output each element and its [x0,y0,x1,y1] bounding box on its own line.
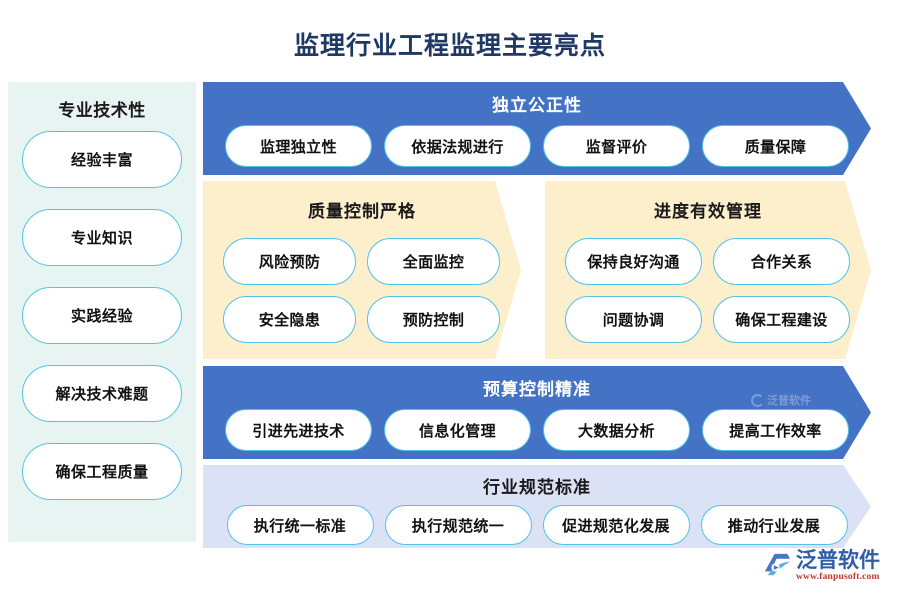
band-independence-heading: 独立公正性 [492,96,582,115]
sidebar-item-0[interactable]: 经验丰富 [22,131,182,188]
brand-logo: 泛普软件 www.fanpusoft.com [762,549,894,593]
band-progress-heading: 进度有效管理 [654,202,762,221]
chip-independence-2[interactable]: 监督评价 [543,125,690,167]
band-progress-chips: 保持良好沟通 合作关系 问题协调 确保工程建设 [565,238,851,343]
chip-budget-1[interactable]: 信息化管理 [384,409,531,451]
brand-text: 泛普软件 www.fanpusoft.com [796,549,880,582]
brand-name: 泛普软件 [796,548,880,572]
band-quality-chips: 风险预防 全面监控 安全隐患 预防控制 [223,238,501,343]
chip-standards-0[interactable]: 执行统一标准 [227,505,374,545]
sidebar-item-2[interactable]: 实践经验 [22,287,182,344]
band-standards-heading: 行业规范标准 [483,478,591,497]
page-title: 监理行业工程监理主要亮点 [293,32,606,60]
band-budget-control: 预算控制精准 引进先进技术 信息化管理 大数据分析 提高工作效率 泛普软件 [203,366,871,459]
watermark-label: 泛普软件 [767,395,811,407]
fanpu-swoosh-icon [762,550,793,581]
band-independence: 独立公正性 监理独立性 依据法规进行 监督评价 质量保障 [203,82,871,175]
chip-standards-2[interactable]: 促进规范化发展 [543,505,690,545]
chip-standards-1[interactable]: 执行规范统一 [385,505,532,545]
chip-progress-2[interactable]: 问题协调 [565,296,702,343]
band-quality-control: 质量控制严格 风险预防 全面监控 安全隐患 预防控制 [203,181,521,359]
sidebar-professional-technical: 专业技术性 经验丰富 专业知识 实践经验 解决技术难题 确保工程质量 [8,82,196,542]
chip-quality-3[interactable]: 预防控制 [367,296,500,343]
band-progress-management: 进度有效管理 保持良好沟通 合作关系 问题协调 确保工程建设 [545,181,871,359]
watermark-swoosh-icon [751,394,764,407]
chip-standards-3[interactable]: 推动行业发展 [701,505,848,545]
chip-progress-0[interactable]: 保持良好沟通 [565,238,702,285]
band-standards-chips: 执行统一标准 执行规范统一 促进规范化发展 推动行业发展 [227,505,848,545]
band-quality-heading: 质量控制严格 [308,202,416,221]
chip-quality-2[interactable]: 安全隐患 [223,296,356,343]
sidebar-title: 专业技术性 [58,101,146,120]
band-independence-chips: 监理独立性 依据法规进行 监督评价 质量保障 [225,125,849,167]
chip-progress-3[interactable]: 确保工程建设 [713,296,850,343]
band-industry-standards: 行业规范标准 执行统一标准 执行规范统一 促进规范化发展 推动行业发展 [203,465,871,548]
chip-independence-3[interactable]: 质量保障 [702,125,849,167]
band-watermark: 泛普软件 [751,392,811,408]
chip-progress-1[interactable]: 合作关系 [713,238,850,285]
chip-quality-1[interactable]: 全面监控 [367,238,500,285]
sidebar-item-1[interactable]: 专业知识 [22,209,182,266]
chip-budget-2[interactable]: 大数据分析 [543,409,690,451]
chip-budget-3[interactable]: 提高工作效率 [702,409,849,451]
sidebar-item-4[interactable]: 确保工程质量 [22,443,182,500]
brand-url: www.fanpusoft.com [796,572,880,583]
sidebar-item-3[interactable]: 解决技术难题 [22,365,182,422]
chip-independence-0[interactable]: 监理独立性 [225,125,372,167]
chip-quality-0[interactable]: 风险预防 [223,238,356,285]
chip-budget-0[interactable]: 引进先进技术 [225,409,372,451]
band-budget-heading: 预算控制精准 [483,380,591,399]
band-budget-chips: 引进先进技术 信息化管理 大数据分析 提高工作效率 [225,409,849,451]
chip-independence-1[interactable]: 依据法规进行 [384,125,531,167]
